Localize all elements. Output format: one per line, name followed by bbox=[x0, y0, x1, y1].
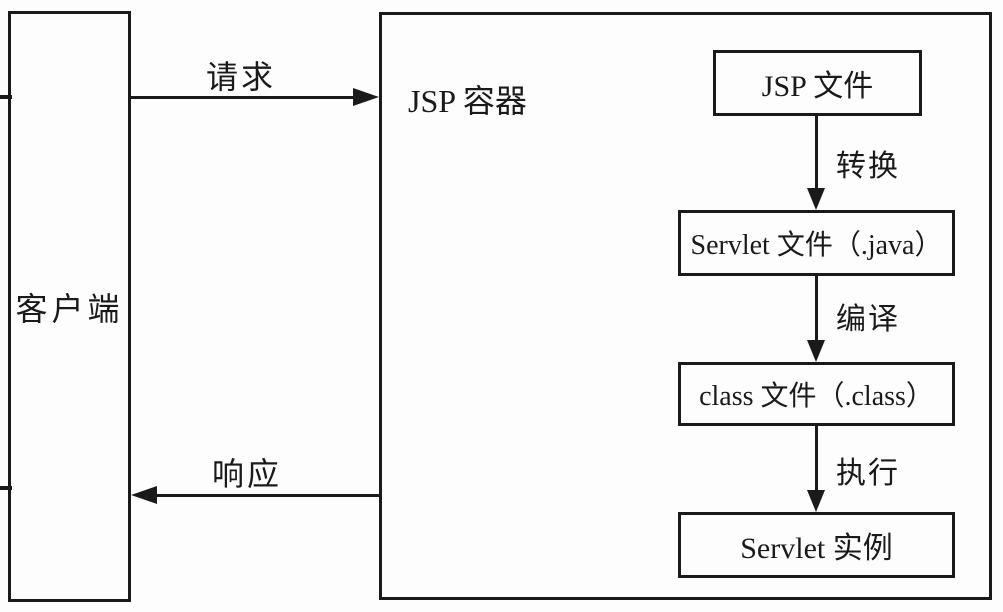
flow-box-servlet-file: Servlet 文件（.java） bbox=[678, 210, 955, 276]
compile-label: 编译 bbox=[836, 303, 900, 336]
response-label: 响应 bbox=[212, 456, 283, 492]
convert-label: 转换 bbox=[836, 150, 900, 183]
client-box: 客户端 bbox=[8, 11, 131, 602]
request-arrowhead-icon bbox=[353, 88, 379, 106]
convert-arrowhead-icon bbox=[807, 188, 825, 210]
edge-tick-bottom bbox=[0, 486, 12, 490]
flow-box-servlet-file-label: Servlet 文件（.java） bbox=[690, 230, 943, 261]
convert-arrow-line bbox=[815, 116, 818, 192]
flow-box-servlet-instance-label: Servlet 实例 bbox=[740, 532, 893, 565]
flow-box-class-file-label: class 文件（.class） bbox=[699, 381, 934, 412]
request-label: 请求 bbox=[206, 59, 277, 95]
request-arrow-line bbox=[131, 96, 359, 99]
edge-tick-top bbox=[0, 95, 12, 99]
client-label: 客户端 bbox=[15, 290, 124, 327]
compile-arrowhead-icon bbox=[807, 340, 825, 362]
flow-box-jsp-file: JSP 文件 bbox=[713, 50, 922, 116]
execute-label: 执行 bbox=[836, 457, 900, 490]
execute-arrow-line bbox=[815, 426, 818, 494]
flow-box-jsp-file-label: JSP 文件 bbox=[761, 70, 874, 103]
jsp-container-label: JSP 容器 bbox=[408, 83, 527, 119]
response-arrowhead-icon bbox=[131, 486, 157, 504]
flow-box-servlet-instance: Servlet 实例 bbox=[678, 512, 955, 578]
flow-box-class-file: class 文件（.class） bbox=[678, 362, 955, 426]
response-arrow-line bbox=[152, 494, 379, 497]
execute-arrowhead-icon bbox=[807, 490, 825, 512]
compile-arrow-line bbox=[815, 276, 818, 344]
